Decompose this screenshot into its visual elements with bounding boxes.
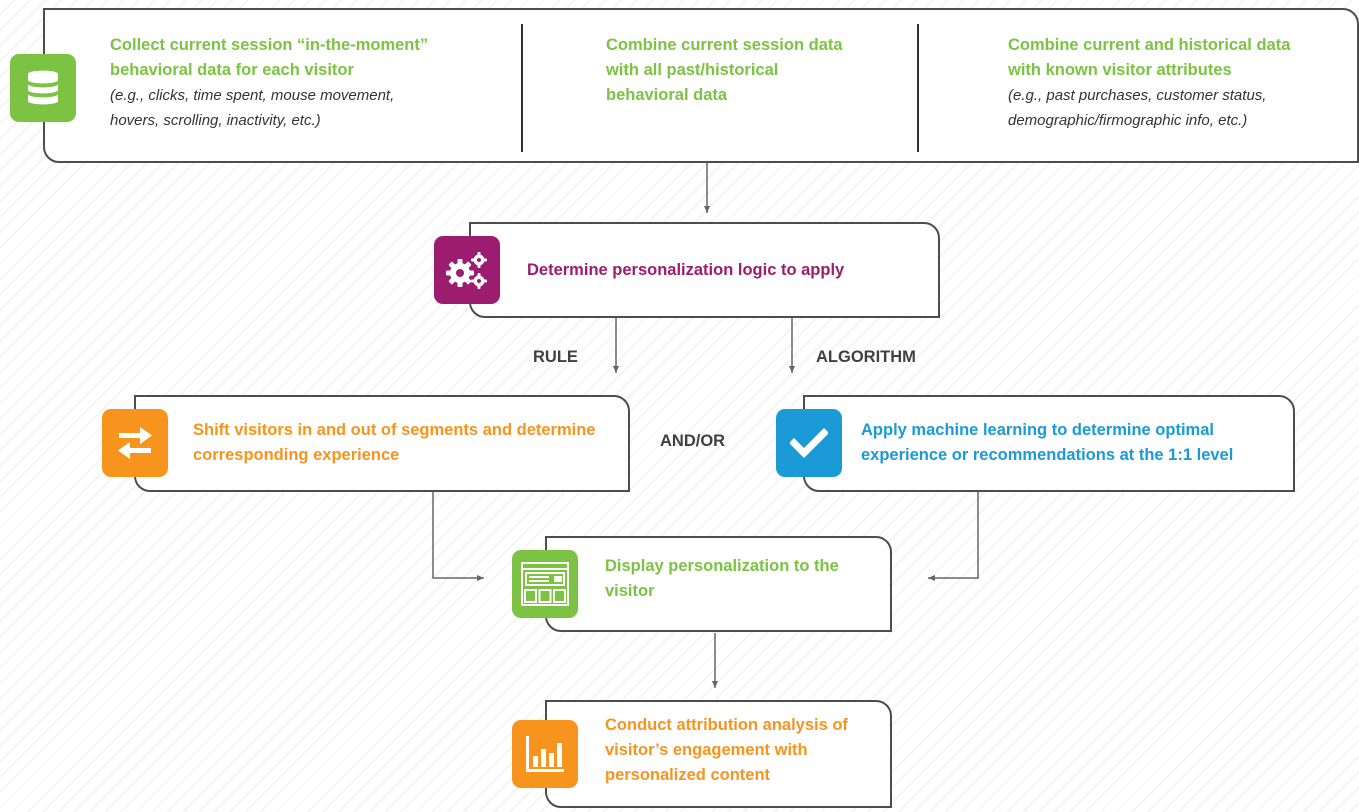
- combine-attributes-examples: (e.g., past purchases, customer status, …: [1008, 87, 1267, 129]
- column-divider-1: [521, 24, 523, 152]
- display-personalization-box: [545, 536, 892, 632]
- database-icon: [10, 54, 76, 122]
- data-collection-box: [43, 8, 1359, 163]
- webpage-layout-icon: [512, 550, 578, 618]
- attribution-analysis-title: Conduct attribution analysis of visitor’…: [605, 716, 848, 784]
- column-divider-2: [917, 24, 919, 152]
- attribution-analysis-box: [545, 700, 892, 808]
- collect-session-examples: (e.g., clicks, time spent, mouse movemen…: [110, 87, 395, 129]
- rule-segments-title: Shift visitors in and out of segments an…: [193, 421, 596, 464]
- combine-attributes-text: Combine current and historical data with…: [1008, 33, 1348, 133]
- personalization-logic-box: [469, 222, 940, 318]
- machine-learning-box: [803, 395, 1295, 492]
- combine-attributes-title: Combine current and historical data with…: [1008, 36, 1291, 79]
- machine-learning-title: Apply machine learning to determine opti…: [861, 421, 1234, 464]
- checkmark-icon: [776, 409, 842, 477]
- display-personalization-title: Display personalization to the visitor: [605, 557, 839, 600]
- gears-icon: [434, 236, 500, 304]
- arrow-algorithm-to-display: [928, 492, 979, 581]
- and-or-label: AND/OR: [660, 432, 726, 450]
- swap-arrows-icon: [102, 409, 168, 477]
- combine-historical-text: Combine current session data with all pa…: [606, 33, 856, 108]
- collect-session-title: Collect current session “in-the-moment” …: [110, 36, 429, 79]
- rule-label: RULE: [533, 348, 578, 366]
- collect-session-data-text: Collect current session “in-the-moment” …: [110, 33, 515, 133]
- arrow-rule-to-display: [432, 492, 484, 581]
- bar-chart-icon: [512, 720, 578, 788]
- algorithm-label: ALGORITHM: [816, 348, 916, 366]
- combine-historical-title: Combine current session data with all pa…: [606, 36, 843, 104]
- personalization-logic-title: Determine personalization logic to apply: [527, 261, 845, 279]
